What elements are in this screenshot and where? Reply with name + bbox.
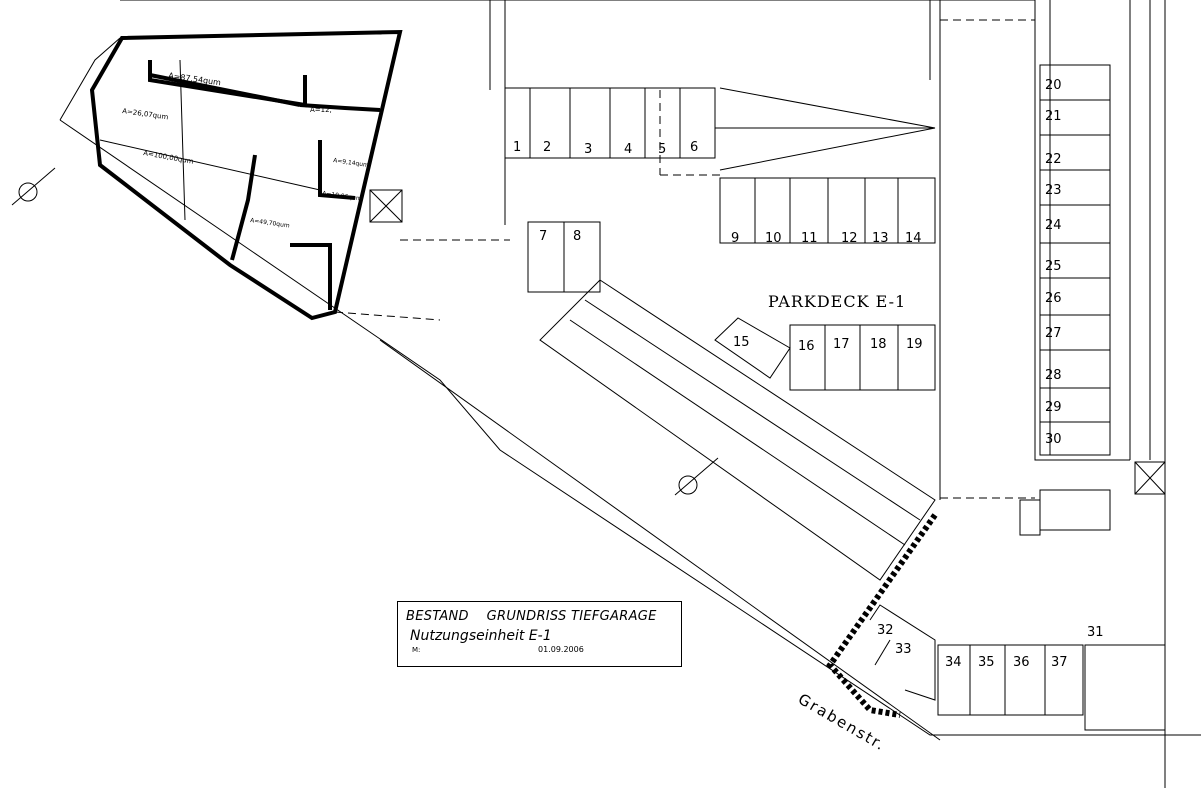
dashed-lines [334,19,1035,499]
parking-space-number: 26 [1045,291,1062,306]
parking-space-number: 1 [513,140,521,155]
parking-space-number: 18 [870,337,887,352]
parking-space-number: 24 [1045,218,1062,233]
room-area: A=49,70qum [250,217,291,229]
street-label: Grabenstr. [795,690,889,755]
parking-space-number: 34 [945,655,962,670]
parking-bays [504,64,1166,731]
room-area: A=10,06qum [322,190,363,202]
elevator-shafts [369,189,1166,536]
parking-space-number: 13 [872,231,889,246]
parking-space-number: 37 [1051,655,1068,670]
drawing-date: 01.09.2006 [538,645,584,654]
parking-space-number: 7 [539,229,547,244]
parking-space-number: 16 [798,339,815,354]
title-block: BESTAND GRUNDRISS TIEFGARAGE Nutzungsein… [397,601,682,667]
room-area: A=26,07qum [122,107,169,121]
parking-space-number: 17 [833,337,850,352]
parking-space-number: 5 [658,142,666,157]
building-outline [59,0,1201,788]
parking-space-number: 23 [1045,183,1062,198]
parking-space-number: 21 [1045,109,1062,124]
office-area-walls [89,29,403,321]
parking-space-number: 25 [1045,259,1062,274]
title-status: BESTAND [406,609,469,624]
parking-space-number: 33 [895,642,912,657]
parking-space-number: 12 [841,231,858,246]
parking-space-number: 32 [877,623,894,638]
parking-space-number: 8 [573,229,581,244]
room-area: A=12, [310,106,332,114]
parking-space-number: 6 [690,140,698,155]
parking-space-number: 14 [905,231,922,246]
parking-space-number: 9 [731,231,739,246]
parking-space-number: 31 [1087,625,1104,640]
title-drawing-type: GRUNDRISS TIEFGARAGE [486,609,657,624]
parking-space-number: 4 [624,142,632,157]
north-arrow-icon [11,167,719,496]
parking-numbers: 1 2 3 4 5 6 7 8 9 10 11 12 13 14 15 16 1… [513,78,1104,670]
parking-space-number: 30 [1045,432,1062,447]
parking-space-number: 3 [584,142,592,157]
parking-space-number: 22 [1045,152,1062,167]
parking-space-number: 19 [906,337,923,352]
parking-space-number: 36 [1013,655,1030,670]
parking-space-number: 20 [1045,78,1062,93]
parking-space-number: 29 [1045,400,1062,415]
parking-space-number: 35 [978,655,995,670]
title-unit: Nutzungseinheit E-1 [410,628,552,644]
ramp [539,87,936,581]
parking-space-number: 10 [765,231,782,246]
parking-space-number: 27 [1045,326,1062,341]
room-area: A=100,00qum [143,149,195,166]
parking-space-number: 2 [543,140,551,155]
parking-space-number: 28 [1045,368,1062,383]
deck-label: PARKDECK E-1 [768,292,906,311]
room-area: A=9,14qum [333,157,370,169]
scale-label: M: [412,646,421,654]
parking-space-number: 11 [801,231,818,246]
parking-space-number: 15 [733,335,750,350]
hatched-wall [826,513,938,718]
title-line-1: BESTAND GRUNDRISS TIEFGARAGE [406,609,657,624]
